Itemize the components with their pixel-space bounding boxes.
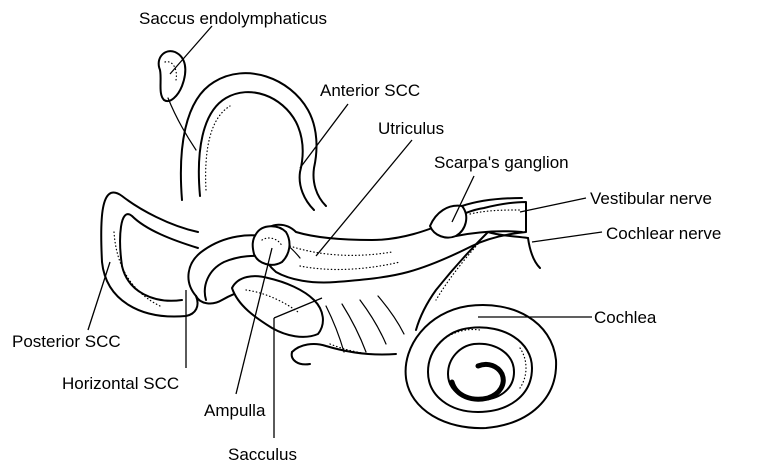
label-anterior-scc: Anterior SCC	[320, 81, 420, 100]
inner-ear-illustration	[101, 51, 556, 428]
label-utriculus: Utriculus	[378, 119, 444, 138]
utriculus-shape	[261, 202, 526, 283]
ampulla-shape	[253, 226, 290, 265]
label-vestibular-nerve: Vestibular nerve	[590, 189, 712, 208]
label-cochlea: Cochlea	[594, 308, 657, 327]
labels: Saccus endolymphaticus Anterior SCC Utri…	[12, 9, 721, 464]
leader-saccus-endolymphaticus	[170, 26, 212, 74]
label-ampulla: Ampulla	[204, 401, 266, 420]
leader-cochlear-nerve	[532, 232, 602, 242]
leader-anterior-scc	[300, 104, 348, 168]
label-sacculus: Sacculus	[228, 445, 297, 464]
label-horizontal-scc: Horizontal SCC	[62, 374, 179, 393]
label-scarpas-ganglion: Scarpa's ganglion	[434, 153, 569, 172]
anterior-scc-shape	[181, 73, 326, 210]
posterior-scc-shape	[101, 193, 198, 317]
label-posterior-scc: Posterior SCC	[12, 332, 121, 351]
cochlea-shape	[406, 305, 557, 428]
label-cochlear-nerve: Cochlear nerve	[606, 224, 721, 243]
label-saccus-endolymphaticus: Saccus endolymphaticus	[139, 9, 327, 28]
leader-posterior-scc	[88, 262, 110, 330]
leader-vestibular-nerve	[520, 198, 586, 212]
sacculus-shape	[232, 276, 323, 337]
scarpas-ganglion-shape	[430, 206, 466, 238]
